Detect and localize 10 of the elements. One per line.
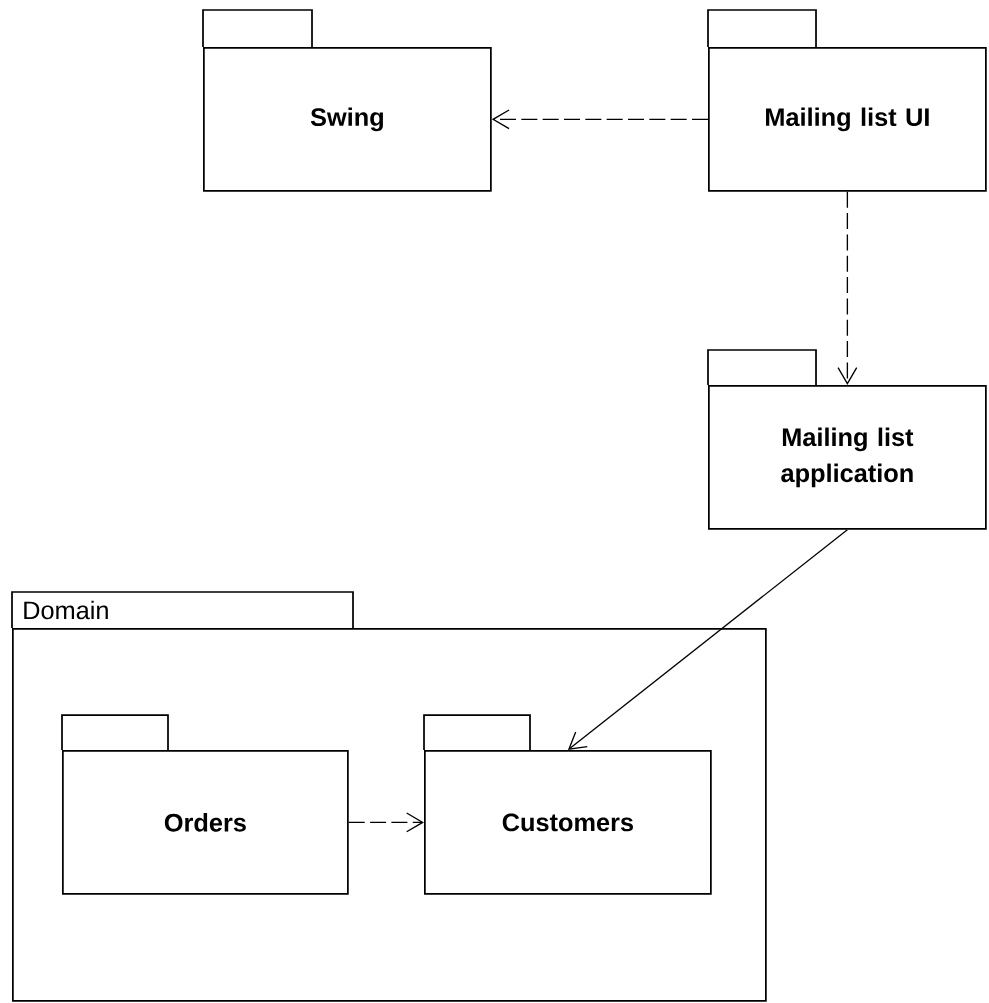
package-box: Orders	[61, 714, 349, 895]
package-box: Mailing list application	[707, 349, 987, 530]
package-box: Customers	[423, 714, 712, 895]
node-label: Domain	[24, 600, 108, 620]
package-box: Swing	[202, 9, 492, 192]
dependency-arrow	[837, 191, 858, 385]
package-box: Mailing list UI	[707, 9, 987, 192]
dependency-arrow	[567, 529, 849, 750]
dependency-arrow	[491, 109, 709, 130]
dependency-arrow	[348, 812, 424, 833]
